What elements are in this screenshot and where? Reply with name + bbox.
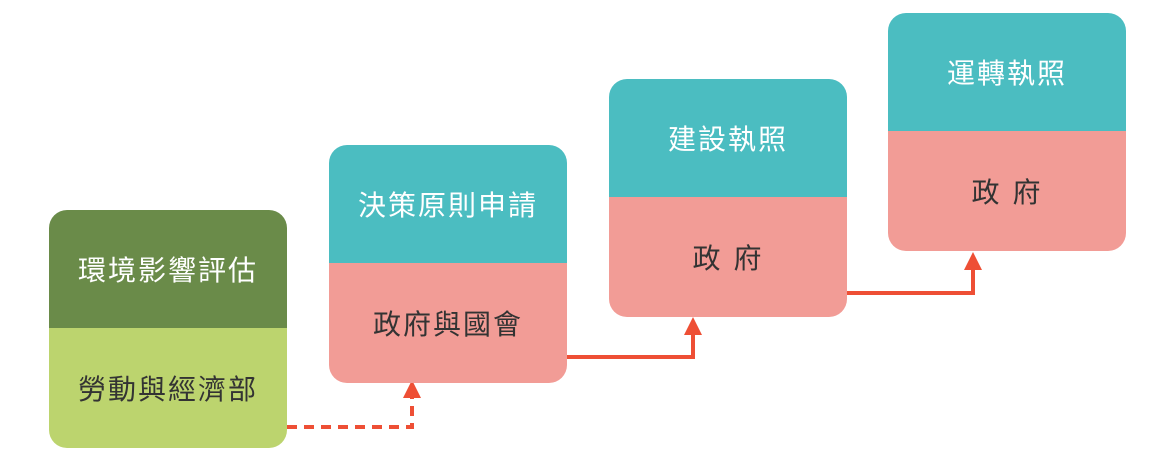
step-card-decision-principle: 決策原則申請 政府與國會 <box>329 145 567 383</box>
step-card-construction-license: 建設執照 政 府 <box>609 79 847 317</box>
step-title-label: 運轉執照 <box>946 57 1067 90</box>
step-title: 建設執照 <box>609 79 847 197</box>
step-title: 環境影響評估 <box>49 210 287 328</box>
step-card-operating-license: 運轉執照 政 府 <box>888 13 1126 251</box>
step-authority: 勞動與經濟部 <box>49 328 287 448</box>
solid-connector <box>847 268 975 295</box>
step-authority: 政 府 <box>888 131 1126 251</box>
step-title-label: 環境影響評估 <box>77 254 258 287</box>
step-authority-label: 勞動與經濟部 <box>77 373 258 406</box>
step-authority-label: 政府與國會 <box>372 308 523 341</box>
arrowhead-icon <box>964 252 982 270</box>
step-title: 決策原則申請 <box>329 145 567 263</box>
step-authority-label: 政 府 <box>692 242 764 275</box>
step-authority: 政 府 <box>609 197 847 317</box>
step-title: 運轉執照 <box>888 13 1126 131</box>
step-card-environmental-impact: 環境影響評估 勞動與經濟部 <box>49 210 287 448</box>
dashed-connector <box>287 396 414 429</box>
arrowhead-icon <box>684 317 702 335</box>
step-authority: 政府與國會 <box>329 263 567 383</box>
step-title-label: 建設執照 <box>667 123 788 156</box>
solid-connector <box>567 333 695 359</box>
step-title-label: 決策原則申請 <box>357 189 538 222</box>
step-authority-label: 政 府 <box>971 176 1043 209</box>
arrowhead-icon <box>403 380 421 398</box>
